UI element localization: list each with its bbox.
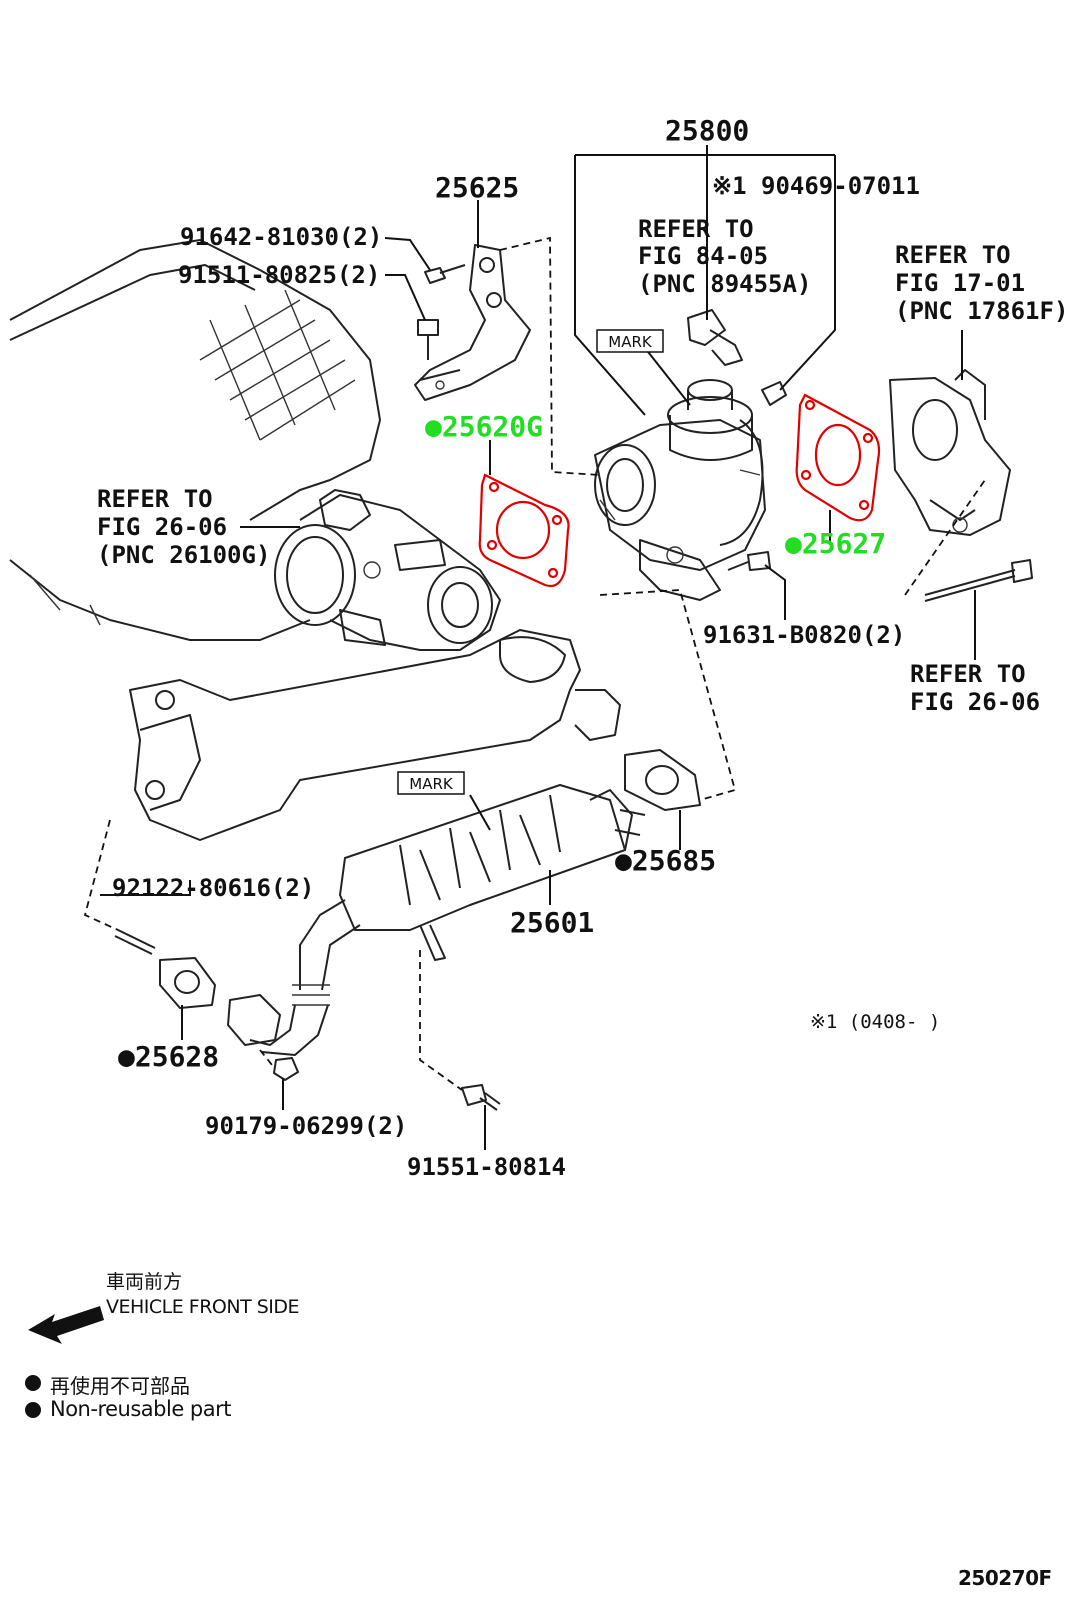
sensor-89455a-drawing bbox=[687, 309, 743, 366]
label-25685[interactable]: ●25685 bbox=[615, 844, 716, 877]
bolt-91642-drawing bbox=[424, 264, 466, 284]
pipe-17861f-drawing bbox=[889, 369, 1011, 536]
label-90469-07011[interactable]: ※1 90469-07011 bbox=[712, 172, 920, 200]
svg-text:MARK: MARK bbox=[409, 775, 454, 793]
refer-26-06a-line1: REFER TO bbox=[97, 485, 213, 513]
clip-90469-drawing bbox=[761, 381, 787, 406]
vehicle-front-arrow-icon bbox=[28, 1306, 104, 1344]
label-25628[interactable]: ●25628 bbox=[118, 1040, 219, 1073]
refer-26-06a-line2[interactable]: FIG 26-06 bbox=[97, 513, 227, 541]
svg-text:MARK: MARK bbox=[608, 333, 653, 351]
label-91631-b0820[interactable]: 91631-B0820(2) bbox=[703, 621, 905, 649]
figure-code: 250270F bbox=[958, 1566, 1052, 1590]
bolt-91551-drawing bbox=[461, 1084, 501, 1111]
throttle-body-drawing bbox=[274, 489, 501, 651]
bolt-91511-drawing bbox=[417, 319, 439, 360]
pipe-flange-drawing bbox=[227, 994, 281, 1046]
refer-17-01-line1: REFER TO bbox=[895, 241, 1011, 269]
label-91511-80825[interactable]: 91511-80825(2) bbox=[178, 261, 380, 289]
label-25601[interactable]: 25601 bbox=[510, 906, 594, 939]
refer-26-06b-line1: REFER TO bbox=[910, 660, 1026, 688]
refer-84-05-line2[interactable]: FIG 84-05 bbox=[638, 242, 768, 270]
refer-17-01-line3: (PNC 17861F) bbox=[895, 297, 1068, 325]
legend-nonreuse-jp: 再使用不可部品 bbox=[50, 1374, 190, 1398]
leader-lines bbox=[100, 145, 976, 1150]
gasket-25685-drawing bbox=[624, 749, 701, 811]
refer-84-05-line1: REFER TO bbox=[638, 215, 754, 243]
refer-26-06a-line3: (PNC 26100G) bbox=[97, 541, 270, 569]
legend-front-jp: 車両前方 bbox=[106, 1271, 183, 1293]
bracket-25625-drawing bbox=[414, 244, 531, 401]
label-90179-06299[interactable]: 90179-06299(2) bbox=[205, 1112, 407, 1140]
bolt-26-06-drawing bbox=[924, 559, 1033, 602]
egr-valve-25800-drawing bbox=[594, 379, 766, 601]
gasket-25620g-drawing bbox=[478, 473, 570, 588]
legend-front-en: VEHICLE FRONT SIDE bbox=[106, 1296, 300, 1318]
bullet-icon-jp bbox=[25, 1375, 41, 1391]
label-91551-80814[interactable]: 91551-80814 bbox=[407, 1153, 566, 1181]
mark-label-cooler: MARK bbox=[397, 771, 465, 795]
bullet-icon-en bbox=[25, 1402, 41, 1418]
refer-84-05-line3: (PNC 89455A) bbox=[638, 270, 811, 298]
refer-17-01-line2[interactable]: FIG 17-01 bbox=[895, 269, 1025, 297]
gasket-25628-drawing bbox=[159, 957, 216, 1009]
mark-label-valve: MARK bbox=[596, 329, 664, 353]
note-applicability: ※1 (0408- ) bbox=[810, 1011, 940, 1033]
label-25625[interactable]: 25625 bbox=[435, 171, 519, 204]
alignment-dashes bbox=[83, 236, 986, 1091]
label-25627[interactable]: ●25627 bbox=[785, 527, 886, 560]
engine-head-outline bbox=[9, 239, 381, 641]
label-91642-81030[interactable]: 91642-81030(2) bbox=[180, 223, 382, 251]
nut-90179-drawing bbox=[273, 1057, 299, 1081]
intake-manifold-outline bbox=[129, 629, 621, 841]
label-25800[interactable]: 25800 bbox=[665, 114, 749, 147]
label-25620g[interactable]: ●25620G bbox=[425, 410, 543, 443]
refer-26-06b-line2[interactable]: FIG 26-06 bbox=[910, 688, 1040, 716]
legend-nonreuse-en: Non-reusable part bbox=[50, 1397, 231, 1421]
egr-cooler-25601-drawing bbox=[249, 784, 646, 1056]
gasket-25627-drawing bbox=[795, 393, 881, 522]
stud-92122-drawing bbox=[114, 929, 156, 955]
label-92122-80616[interactable]: 92122-80616(2) bbox=[112, 874, 314, 902]
